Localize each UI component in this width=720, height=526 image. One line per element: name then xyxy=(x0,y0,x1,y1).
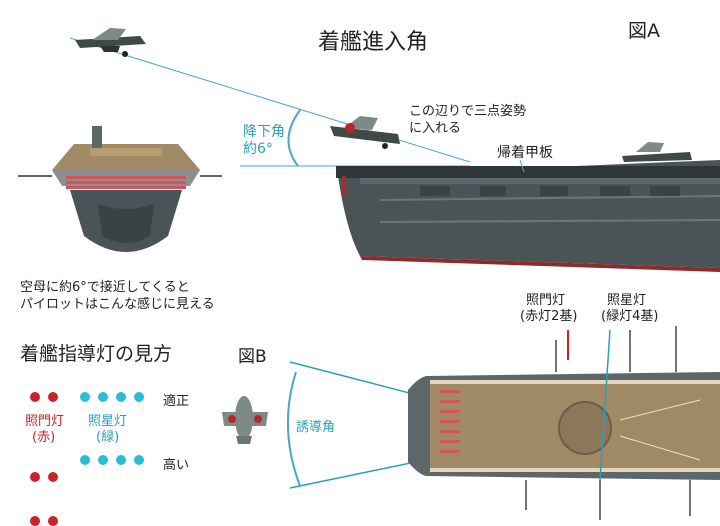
plane-approach-2 xyxy=(330,116,400,149)
green-light-dot xyxy=(80,455,90,465)
guide-angle-arc xyxy=(286,371,301,487)
red-light-label: 照門灯 xyxy=(25,414,65,429)
descent-angle-value: 約6° xyxy=(243,141,273,157)
red-light-dot xyxy=(30,516,40,526)
guide-angle-label: 誘導角 xyxy=(296,420,336,435)
top-green-light-sub: (緑灯4基) xyxy=(601,309,659,324)
carrier-front-view xyxy=(18,126,222,252)
fig-b-label: 図B xyxy=(238,347,267,367)
red-light-dot xyxy=(48,472,58,482)
glide-path-line xyxy=(69,37,471,163)
green-light-dot xyxy=(98,392,108,402)
carrier-side-view xyxy=(336,142,720,272)
plane-approach-1 xyxy=(75,28,146,57)
red-light-dot xyxy=(48,392,58,402)
attitude-note-line1: この辺りで三点姿勢 xyxy=(409,104,527,119)
green-light-dot xyxy=(80,392,90,402)
carrier-top-view xyxy=(408,326,720,520)
front-view-caption-2: パイロットはこんな感じに見える xyxy=(20,297,215,312)
green-light-sub: (緑) xyxy=(96,430,120,445)
green-light-dot xyxy=(134,455,144,465)
row-correct-label: 適正 xyxy=(163,394,190,409)
deck-pointer xyxy=(519,159,525,173)
top-red-light-sub: (赤灯2基) xyxy=(520,309,578,324)
front-view-caption-1: 空母に約6°で接近してくると xyxy=(20,280,190,295)
row-high-label: 高い xyxy=(163,458,190,473)
red-light-dot xyxy=(30,472,40,482)
descent-angle-label: 降下角 xyxy=(243,124,285,140)
green-light-dot xyxy=(98,455,108,465)
red-light-sub: (赤) xyxy=(32,430,56,445)
top-red-light-label: 照門灯 xyxy=(526,293,566,308)
fig-a-label: 図A xyxy=(628,20,660,42)
red-light-dot xyxy=(48,516,58,526)
fig-a-title: 着艦進入角 xyxy=(318,30,429,55)
top-green-light-label: 照星灯 xyxy=(607,293,647,308)
deck-label: 帰着甲板 xyxy=(497,145,553,161)
green-light-dot xyxy=(116,392,126,402)
green-light-dot xyxy=(116,455,126,465)
plane-top-view xyxy=(222,396,268,444)
green-light-dot xyxy=(134,392,144,402)
fig-b-title: 着艦指導灯の見方 xyxy=(20,343,173,365)
red-light-dot xyxy=(30,392,40,402)
attitude-note-line2: に入れる xyxy=(409,121,462,136)
green-light-label: 照星灯 xyxy=(88,414,128,429)
descent-angle-arc xyxy=(287,109,301,167)
